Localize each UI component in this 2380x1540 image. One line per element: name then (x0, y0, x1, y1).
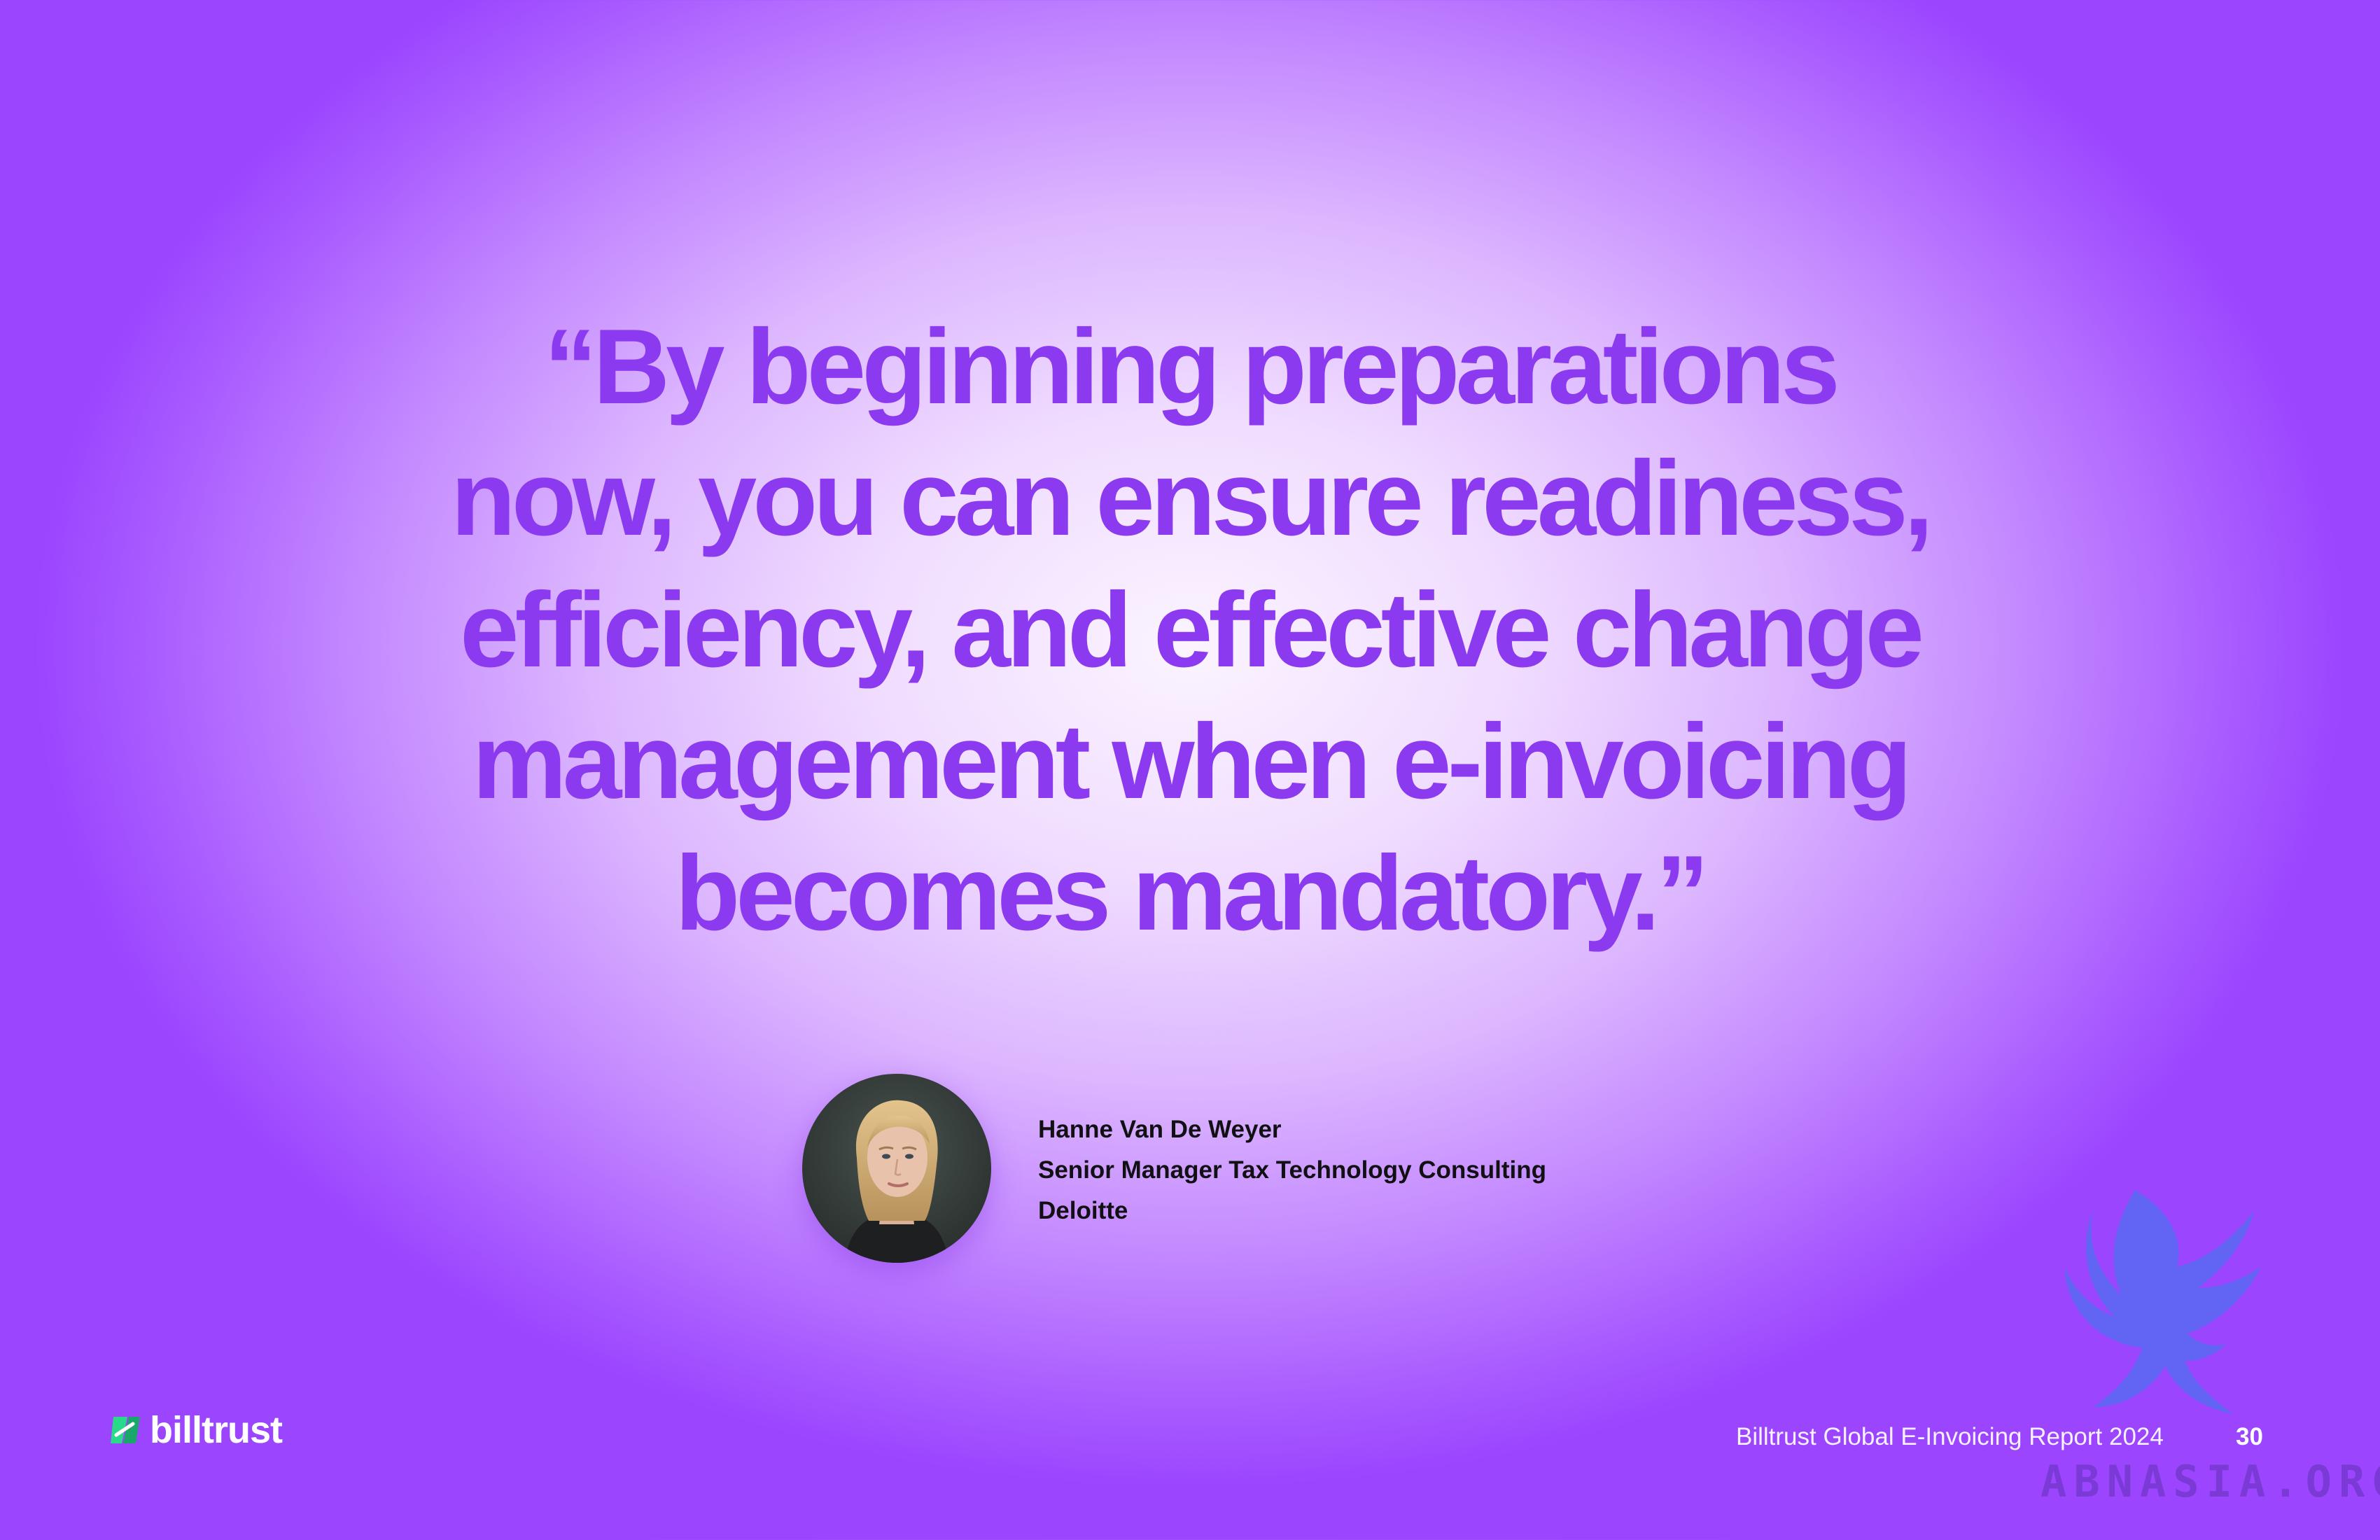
phoenix-icon (2065, 1190, 2261, 1414)
pull-quote: “By beginning preparations now, you can … (280, 301, 2100, 959)
speaker-company: Deloitte (1038, 1197, 1128, 1224)
billtrust-logo-icon (111, 1417, 140, 1443)
quote-line-1: “By beginning preparations (544, 307, 1840, 426)
speaker-title: Senior Manager Tax Technology Consulting (1038, 1156, 1546, 1184)
watermark-text: ABNASIA.ORG (2040, 1456, 2380, 1507)
report-title: Billtrust Global E-Invoicing Report 2024 (1736, 1423, 2164, 1450)
logo-wordmark: billtrust (150, 1409, 283, 1451)
speaker-avatar (802, 1074, 991, 1263)
quote-line-2: now, you can ensure readiness, (450, 439, 1933, 558)
billtrust-logo: billtrust (109, 1408, 283, 1452)
quote-line-5: becomes mandatory.” (675, 834, 1709, 953)
speaker-attribution: Hanne Van De Weyer Senior Manager Tax Te… (1038, 1110, 1546, 1231)
speaker-portrait-image (802, 1074, 991, 1263)
speaker-name: Hanne Van De Weyer (1038, 1116, 1282, 1143)
page-number: 30 (2236, 1423, 2263, 1450)
quote-line-3: efficiency, and effective change (460, 570, 1924, 690)
quote-line-4: management when e-invoicing (472, 702, 1912, 821)
